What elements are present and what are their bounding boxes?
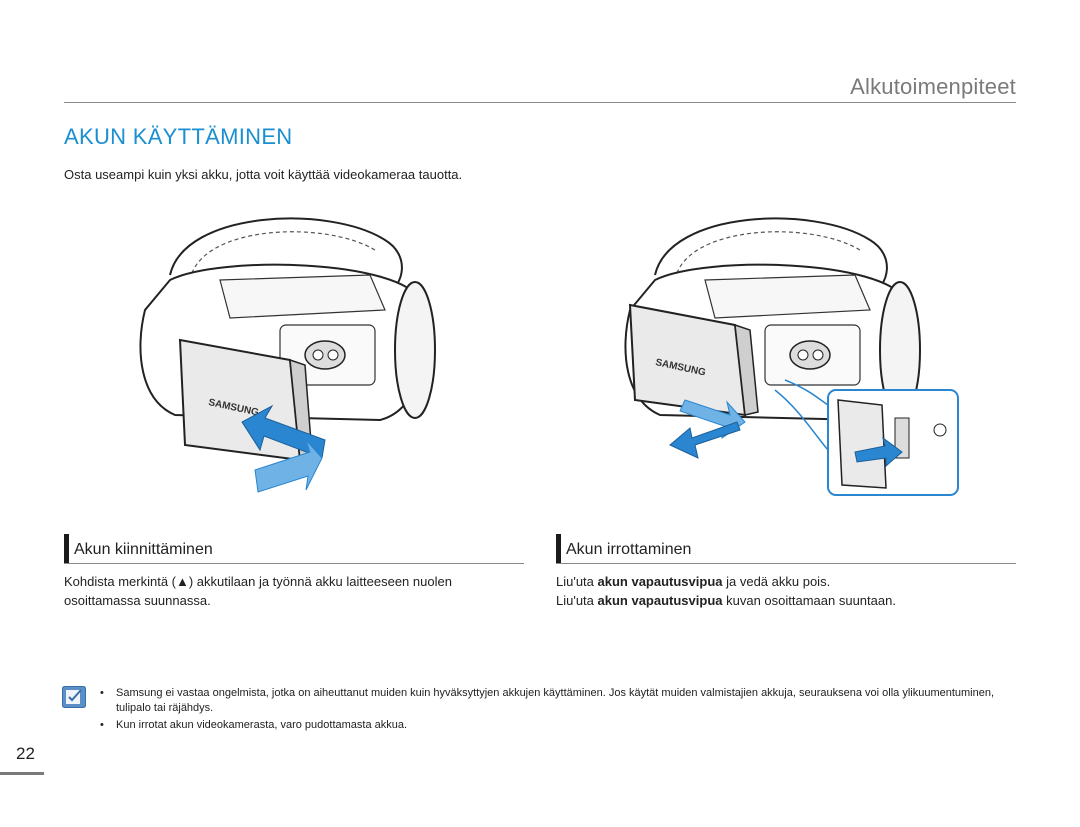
battery-remove-illustration: SAMSUNG [624,217,959,496]
note-icon [62,686,86,708]
header-divider [64,102,1016,103]
note-item: Kun irrotat akun videokamerasta, varo pu… [98,718,1018,733]
attach-text: Kohdista merkintä (▲) akkutilaan ja työn… [64,574,452,608]
remove-title: Akun irrottaminen [566,541,692,558]
note-item: Samsung ei vastaa ongelmista, jotka on a… [98,686,1018,716]
page-number: 22 [16,744,35,763]
subheading-marker [64,534,69,563]
page-number-bar [0,772,44,775]
remove-text: Liu'uta akun vapautusvipua ja vedä akku … [556,572,1016,610]
attach-title: Akun kiinnittäminen [74,541,213,558]
attach-divider [64,563,524,564]
page-heading: AKUN KÄYTTÄMINEN [64,124,293,149]
section-title: Alkutoimenpiteet [850,74,1016,99]
remove-line-1: Liu'uta akun vapautusvipua ja vedä akku … [556,574,831,589]
subheading-marker [556,534,561,563]
remove-line-2: Liu'uta akun vapautusvipua kuvan osoitta… [556,593,896,608]
battery-attach-illustration: SAMSUNG [139,217,436,493]
attach-subheading: Akun kiinnittäminen [64,534,524,564]
remove-divider [556,563,1016,564]
notes-list: Samsung ei vastaa ongelmista, jotka on a… [98,686,1018,735]
remove-subheading: Akun irrottaminen [556,534,1016,564]
intro-text: Osta useampi kuin yksi akku, jotta voit … [64,167,463,182]
